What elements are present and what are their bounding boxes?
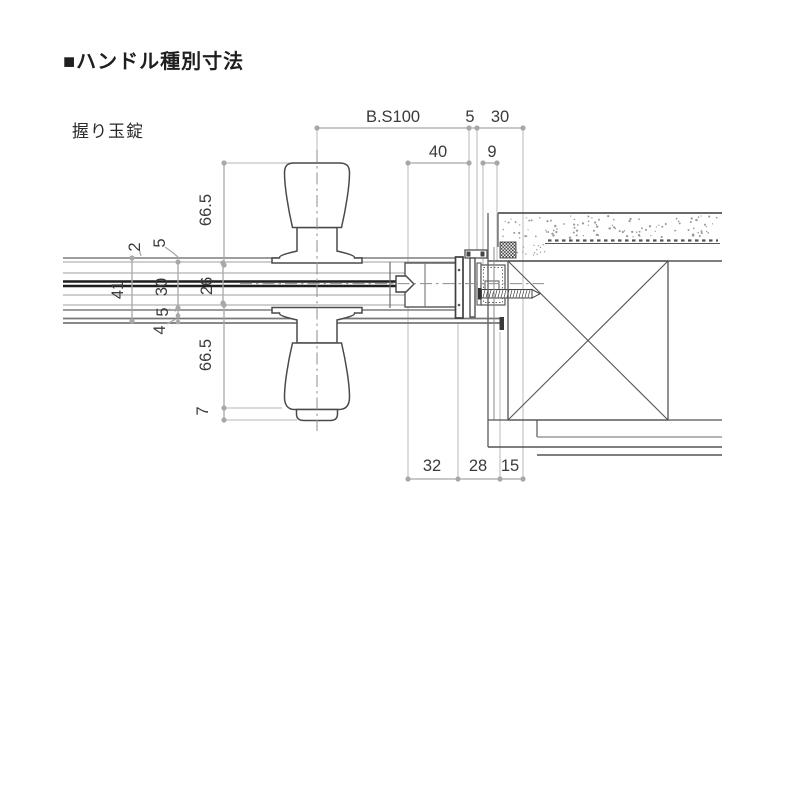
dim-top-5: 5 <box>465 108 474 126</box>
dim-left-5-top: 5 <box>151 238 169 247</box>
dim-left-41: 41 <box>109 281 127 299</box>
page-title: ■ハンドル種別寸法 <box>63 51 245 73</box>
dim-left-7: 7 <box>194 406 212 415</box>
dim-left-66-5-bottom: 66.5 <box>197 339 215 371</box>
dim-top-30: 30 <box>491 108 509 126</box>
frame-and-wall <box>487 212 722 456</box>
lock-case <box>389 256 464 319</box>
knob-type-label: 握り玉錠 <box>72 122 144 141</box>
head-stop-piece <box>464 249 488 259</box>
concrete-stipple <box>502 214 718 256</box>
face-plate <box>454 256 464 319</box>
dim-left-30: 30 <box>153 278 171 296</box>
dim-top-40: 40 <box>429 143 447 161</box>
packing-block <box>499 241 517 259</box>
screw-head <box>478 288 482 300</box>
dim-top-9: 9 <box>487 143 496 161</box>
strike-assembly <box>464 241 542 318</box>
centerlines <box>240 150 544 431</box>
dimension-dots <box>129 125 526 482</box>
dim-left-66-5-top: 66.5 <box>197 194 215 226</box>
dim-left-4: 4 <box>151 325 169 334</box>
dim-left-2: 2 <box>126 242 144 251</box>
door-leaf-lines <box>63 257 504 330</box>
dim-bottom-32: 32 <box>423 457 441 475</box>
bottom-rail-end <box>499 317 504 330</box>
dim-left-26: 26 <box>198 277 216 295</box>
jamb-stop <box>469 257 476 318</box>
dim-bottom-28: 28 <box>469 457 487 475</box>
dim-bottom-15: 15 <box>501 457 519 475</box>
dimension-lines <box>131 127 523 480</box>
dim-left-5-bottom: 5 <box>154 307 172 316</box>
dim-backset: B.S100 <box>366 108 420 126</box>
dimension-labels: B.S100 5 30 40 9 32 28 15 66.5 2 5 41 30… <box>109 108 519 475</box>
screw-tip <box>531 288 542 299</box>
